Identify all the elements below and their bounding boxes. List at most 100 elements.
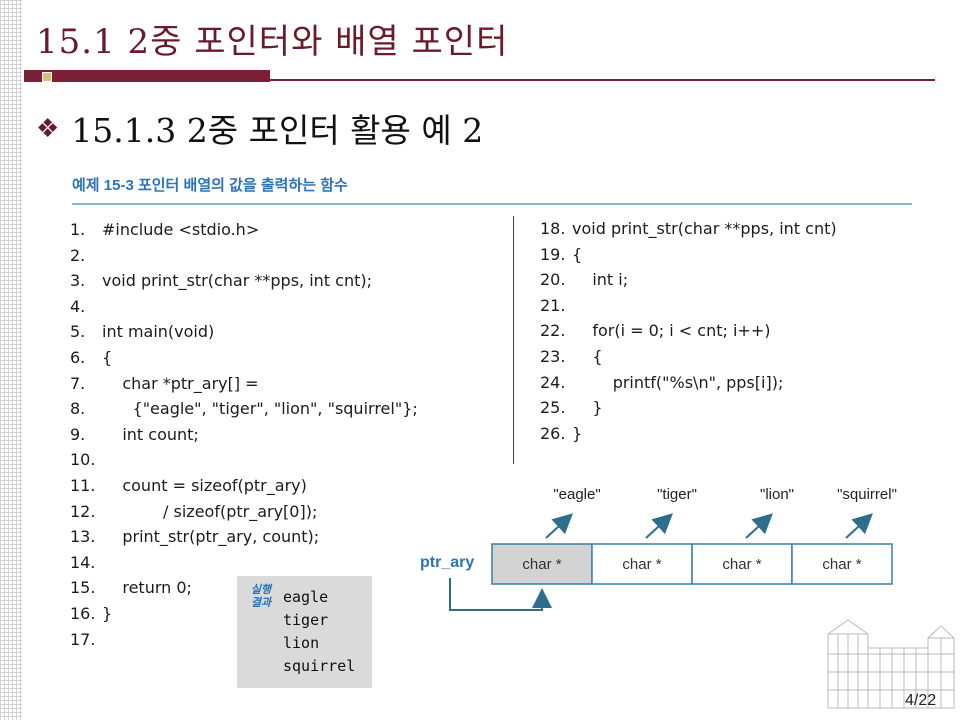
- code-line: 14.: [70, 552, 102, 574]
- code-line: 25. }: [540, 397, 603, 419]
- array-cell-label: char *: [522, 556, 562, 573]
- diamond-bullet-icon: ❖: [36, 113, 60, 143]
- line-number: 19.: [540, 244, 566, 264]
- code-line: 23. {: [540, 346, 603, 368]
- string-pointer-arrow: [545, 513, 573, 539]
- code-line: 5. int main(void): [70, 321, 214, 343]
- output-line: lion: [283, 634, 320, 652]
- code-text: {: [102, 348, 113, 367]
- line-number: 1.: [70, 220, 86, 239]
- line-number: 12.: [70, 501, 96, 521]
- code-line: 13. print_str(ptr_ary, count);: [70, 526, 319, 548]
- code-line: 3. void print_str(char **pps, int cnt);: [70, 270, 372, 292]
- array-cell-3: [791, 543, 893, 585]
- code-text: {: [572, 244, 583, 264]
- code-text: for(i = 0; i < cnt; i++): [572, 321, 771, 341]
- code-line: 21.: [540, 295, 572, 317]
- line-number: 2.: [70, 245, 86, 265]
- line-number: 16.: [70, 604, 96, 623]
- building-sketch-graphic: [827, 619, 955, 709]
- code-text: {: [572, 347, 603, 366]
- code-text: }: [102, 604, 113, 623]
- code-line: 2.: [70, 245, 102, 267]
- pointer-array-diagram: ptr_ary char * char * char * char * "eag…: [410, 478, 910, 618]
- code-line: 17.: [70, 629, 102, 651]
- code-text: count = sizeof(ptr_ary): [102, 476, 307, 495]
- pointer-name-label: ptr_ary: [420, 554, 475, 571]
- code-listing-left: 1. #include <stdio.h> 2. 3. void print_str(c…: [70, 219, 510, 659]
- code-line: 4.: [70, 296, 102, 318]
- array-cell-label: char *: [722, 556, 762, 573]
- code-line: 20. int i;: [540, 269, 628, 291]
- line-number: 11.: [70, 476, 96, 495]
- code-line: 22. for(i = 0; i < cnt; i++): [540, 320, 770, 342]
- code-line: 19. {: [540, 244, 582, 266]
- output-line: eagle: [283, 588, 329, 606]
- code-text: }: [572, 398, 603, 418]
- output-line: tiger: [283, 611, 329, 629]
- output-label: 실행 결과: [250, 584, 272, 609]
- line-number: 26.: [540, 423, 566, 443]
- code-line: 1. #include <stdio.h>: [70, 219, 259, 241]
- line-number: 13.: [70, 527, 96, 547]
- code-column-divider: [513, 216, 514, 464]
- code-text: printf("%s\n", pps[i]);: [572, 372, 784, 392]
- array-cell-2: [691, 543, 793, 585]
- title-underline-thick: [24, 70, 270, 82]
- code-text: int i;: [572, 270, 629, 290]
- code-line: 26.}: [540, 423, 582, 445]
- line-number: 4.: [70, 296, 86, 316]
- line-number: 6.: [70, 348, 86, 367]
- code-line: 7. char *ptr_ary[] =: [70, 373, 259, 395]
- code-text: #include <stdio.h>: [102, 220, 260, 239]
- page-number: 4/22: [905, 692, 937, 709]
- line-number: 9.: [70, 424, 86, 444]
- line-number: 20.: [540, 270, 566, 290]
- code-line: 11. count = sizeof(ptr_ary): [70, 475, 307, 497]
- code-line: 12. / sizeof(ptr_ary[0]);: [70, 501, 317, 523]
- output-panel: 실행 결과 eagle tiger lion squirrel: [237, 576, 372, 688]
- code-line: 10.: [70, 449, 102, 471]
- array-cell-1: [591, 543, 693, 585]
- line-number: 5.: [70, 322, 86, 342]
- string-pointer-arrow: [645, 513, 673, 539]
- string-literal-label: "eagle": [553, 486, 601, 503]
- code-text: int main(void): [102, 322, 215, 342]
- line-number: 15.: [70, 578, 96, 598]
- line-number: 23.: [540, 347, 566, 366]
- example-caption: 예제 15-3 포인터 배열의 값을 출력하는 함수: [72, 177, 348, 194]
- line-number: 24.: [540, 372, 566, 392]
- code-line: 6. {: [70, 347, 112, 369]
- line-number: 7.: [70, 373, 86, 393]
- section-heading-text: 15.1.3 2중 포인터 활용 예 2: [71, 111, 484, 150]
- code-line: 24. printf("%s\n", pps[i]);: [540, 372, 783, 394]
- line-number: 17.: [70, 629, 96, 649]
- string-literal-label: "lion": [760, 486, 794, 503]
- title-underline-thin: [270, 79, 935, 81]
- code-line: 15. return 0;: [70, 577, 192, 599]
- code-text: return 0;: [102, 578, 192, 598]
- code-text: char *ptr_ary[] =: [102, 373, 259, 393]
- string-literal-label: "squirrel": [837, 486, 897, 503]
- line-number: 3.: [70, 271, 86, 291]
- line-number: 14.: [70, 552, 96, 572]
- campus-building-sketch: [824, 614, 958, 714]
- line-number: 25.: [540, 398, 566, 418]
- section-heading: ❖ 15.1.3 2중 포인터 활용 예 2: [36, 104, 483, 152]
- code-text: void print_str(char **pps, int cnt);: [102, 271, 372, 291]
- line-number: 22.: [540, 321, 566, 341]
- line-number: 18.: [540, 219, 566, 238]
- decorative-grid-strip: [0, 0, 22, 720]
- title-underline-marker: [42, 72, 52, 82]
- output-line: squirrel: [283, 657, 356, 675]
- code-text: {"eagle", "tiger", "lion", "squirrel"};: [102, 399, 418, 419]
- code-line: 18. void print_str(char **pps, int cnt): [540, 218, 837, 240]
- code-line: 8. {"eagle", "tiger", "lion", "squirrel"…: [70, 398, 418, 420]
- line-number: 10.: [70, 450, 96, 470]
- diagram-graphics: [449, 513, 893, 611]
- slide-title: 15.1 2중 포인터와 배열 포인터: [36, 22, 509, 62]
- code-text: void print_str(char **pps, int cnt): [572, 219, 837, 238]
- line-number: 21.: [540, 295, 566, 315]
- code-text: print_str(ptr_ary, count);: [102, 527, 320, 547]
- string-pointer-arrow: [845, 513, 873, 539]
